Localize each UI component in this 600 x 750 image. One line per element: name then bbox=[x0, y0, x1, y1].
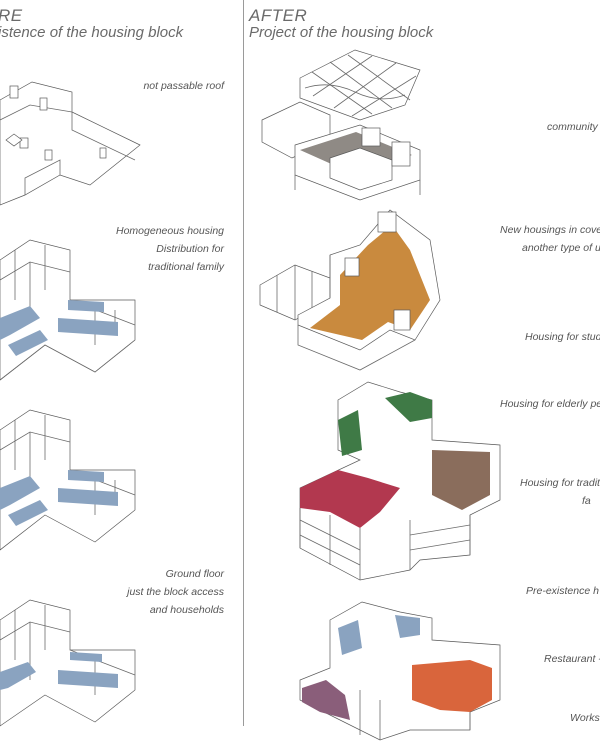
label-another-type: another type of u bbox=[522, 242, 600, 254]
before-floor-1-drawing bbox=[0, 239, 136, 381]
before-floor-2-drawing bbox=[0, 409, 136, 551]
column-divider bbox=[243, 0, 244, 726]
label-housing-elderly: Housing for elderly pe bbox=[500, 398, 600, 410]
label-community: community bbox=[547, 121, 598, 133]
before-roof-drawing bbox=[0, 81, 141, 206]
label-housing-traditional-2: fa bbox=[582, 495, 591, 507]
after-new-housings-drawing bbox=[259, 209, 441, 371]
label-households: and households bbox=[149, 604, 224, 616]
after-mixed-housing-drawing bbox=[299, 381, 501, 581]
label-restaurant: Restaurant - bbox=[544, 653, 600, 665]
label-pre-existence: Pre-existence h bbox=[526, 585, 599, 597]
label-housing-students: Housing for stud bbox=[525, 331, 600, 343]
after-community-drawing bbox=[261, 101, 421, 201]
before-subheading: istence of the housing block bbox=[0, 24, 184, 41]
label-homogeneous-housing: Homogeneous housing bbox=[116, 225, 224, 237]
label-block-access: just the block access bbox=[127, 586, 224, 598]
after-subheading: Project of the housing block bbox=[249, 24, 434, 41]
label-distribution-for: Distribution for bbox=[156, 243, 224, 255]
label-traditional-family: traditional family bbox=[148, 261, 224, 273]
after-ground-floor-drawing bbox=[299, 601, 501, 741]
label-housing-traditional: Housing for tradit bbox=[520, 477, 600, 489]
after-heading: AFTER bbox=[249, 6, 308, 25]
label-new-housings: New housings in cove bbox=[500, 224, 600, 236]
label-ground-floor: Ground floor bbox=[165, 568, 224, 580]
before-heading: RE bbox=[0, 6, 23, 25]
after-roof-drawing bbox=[299, 49, 421, 121]
label-not-passable-roof: not passable roof bbox=[143, 80, 224, 92]
label-workshop: Worksh bbox=[570, 712, 600, 724]
before-ground-floor-drawing bbox=[0, 599, 136, 727]
